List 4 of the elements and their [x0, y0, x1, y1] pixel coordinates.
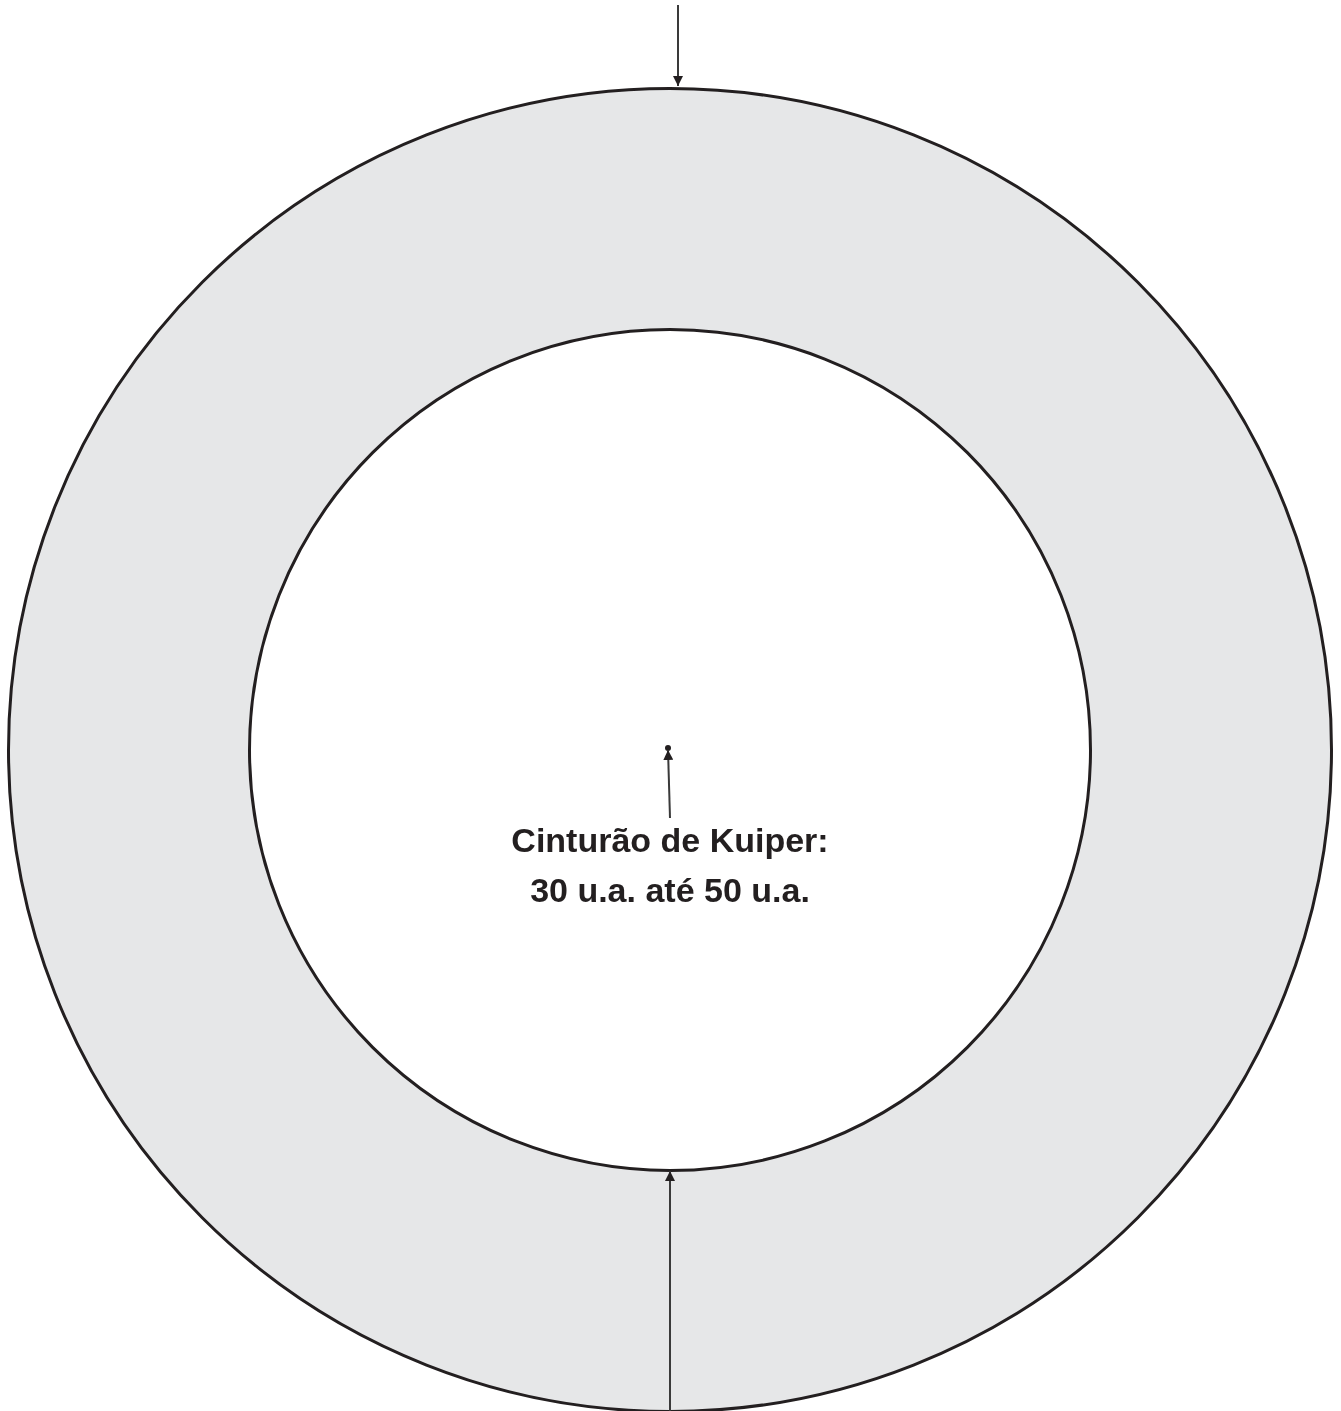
arrow — [673, 4, 683, 87]
belt-label: Cinturão de Kuiper: 30 u.a. até 50 u.a. — [510, 820, 830, 911]
arrow — [663, 749, 674, 819]
arrow — [665, 1170, 675, 1411]
